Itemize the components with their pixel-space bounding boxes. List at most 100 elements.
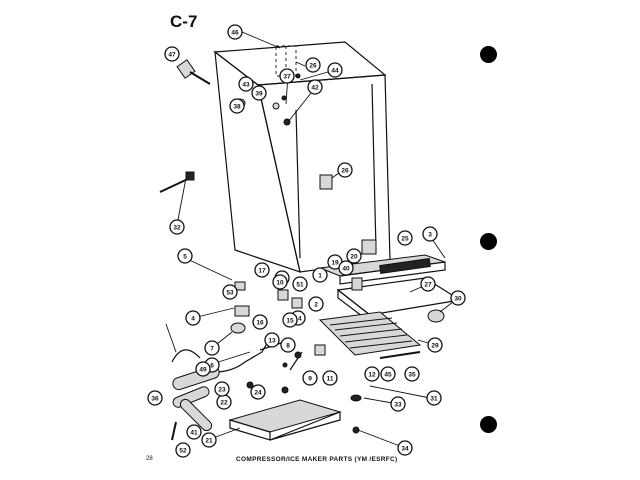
svg-text:31: 31: [430, 396, 438, 403]
thermostat-part: [176, 59, 211, 85]
callout: 19: [327, 254, 343, 270]
svg-text:29: 29: [431, 343, 439, 350]
callout: 20: [346, 248, 362, 264]
svg-text:27: 27: [424, 282, 432, 289]
binder-hole-marker: [480, 233, 497, 250]
svg-text:4: 4: [191, 316, 195, 323]
callout: 38: [229, 98, 245, 114]
callout: 39: [251, 85, 267, 101]
svg-text:23: 23: [218, 387, 226, 394]
callout-group: 46 47 26 44 37 43 39 38 42 26 32 5 17 18…: [147, 24, 466, 458]
callout: 36: [147, 390, 163, 406]
callout: 3: [422, 226, 438, 242]
callout: 40: [338, 260, 354, 276]
binder-hole-marker: [480, 416, 497, 433]
svg-text:30: 30: [454, 296, 462, 303]
svg-text:16: 16: [256, 320, 264, 327]
callout: 46: [227, 24, 243, 40]
svg-text:44: 44: [331, 68, 339, 75]
svg-text:19: 19: [331, 260, 339, 267]
callout: 35: [404, 366, 420, 382]
svg-text:34: 34: [401, 446, 409, 453]
callout: 37: [279, 68, 295, 84]
callout: 16: [252, 314, 268, 330]
callout: 9: [302, 370, 318, 386]
svg-text:36: 36: [151, 396, 159, 403]
clip-part: [319, 174, 333, 190]
callout: 44: [327, 62, 343, 78]
svg-text:6: 6: [210, 363, 214, 370]
svg-text:53: 53: [226, 290, 234, 297]
svg-text:9: 9: [308, 376, 312, 383]
diagram-caption: COMPRESSOR/ICE MAKER PARTS (YM /ESRFC): [236, 456, 398, 463]
svg-text:14: 14: [294, 316, 302, 323]
svg-text:26: 26: [341, 168, 349, 175]
callout: 52: [175, 442, 191, 458]
svg-text:15: 15: [286, 318, 294, 325]
callout: 17: [254, 262, 270, 278]
svg-text:46: 46: [231, 30, 239, 37]
callout: 43: [238, 76, 254, 92]
svg-text:32: 32: [173, 225, 181, 232]
svg-text:33: 33: [394, 402, 402, 409]
svg-text:2: 2: [314, 302, 318, 309]
callout: 33: [390, 396, 406, 412]
callout: 32: [169, 219, 185, 235]
svg-text:39: 39: [255, 91, 263, 98]
callout: 12: [364, 366, 380, 382]
svg-text:3: 3: [428, 232, 432, 239]
callout: 41: [186, 424, 202, 440]
callout: 34: [397, 440, 413, 456]
callout: 1: [312, 267, 328, 283]
svg-text:35: 35: [408, 372, 416, 379]
callout: 15: [282, 312, 298, 328]
callout: 49: [195, 361, 211, 377]
leader-lines: [165, 31, 459, 449]
binder-hole-marker: [480, 46, 497, 63]
svg-text:5: 5: [183, 254, 187, 261]
svg-text:21: 21: [205, 438, 213, 445]
svg-text:43: 43: [242, 82, 250, 89]
callout: 7: [204, 340, 220, 356]
svg-text:26: 26: [309, 63, 317, 70]
callout: 2: [308, 296, 324, 312]
callout: 21: [201, 432, 217, 448]
svg-text:7: 7: [210, 346, 214, 353]
callout: 51: [292, 276, 308, 292]
callout: 47: [164, 46, 180, 62]
svg-text:13: 13: [268, 338, 276, 345]
callout: 30: [450, 290, 466, 306]
callout: 5: [177, 248, 193, 264]
probe-part: [159, 171, 195, 193]
callout: 45: [380, 366, 396, 382]
callout: 13: [264, 332, 280, 348]
svg-text:47: 47: [168, 52, 176, 59]
compressor-parts: [171, 281, 342, 441]
svg-text:42: 42: [311, 85, 319, 92]
svg-text:10: 10: [276, 280, 284, 287]
callout: 23: [214, 381, 230, 397]
svg-text:20: 20: [350, 254, 358, 261]
svg-text:40: 40: [342, 266, 350, 273]
svg-text:11: 11: [327, 376, 334, 383]
callout: 22: [216, 394, 232, 410]
cabinet-drawing: [213, 41, 391, 273]
callout: 11: [322, 370, 338, 386]
callout: 53: [222, 284, 238, 300]
svg-text:24: 24: [254, 390, 262, 397]
svg-text:45: 45: [384, 372, 392, 379]
svg-text:22: 22: [220, 400, 228, 407]
svg-text:17: 17: [258, 268, 266, 275]
svg-text:12: 12: [368, 372, 376, 379]
callout: 29: [427, 337, 443, 353]
page-number: 28: [146, 456, 153, 462]
callout: 27: [420, 276, 436, 292]
callout: 42: [307, 79, 323, 95]
page-label: C-7: [170, 12, 198, 31]
callout: 4: [185, 310, 201, 326]
callout: 31: [426, 390, 442, 406]
svg-text:37: 37: [283, 74, 291, 81]
callout: 10: [272, 274, 288, 290]
